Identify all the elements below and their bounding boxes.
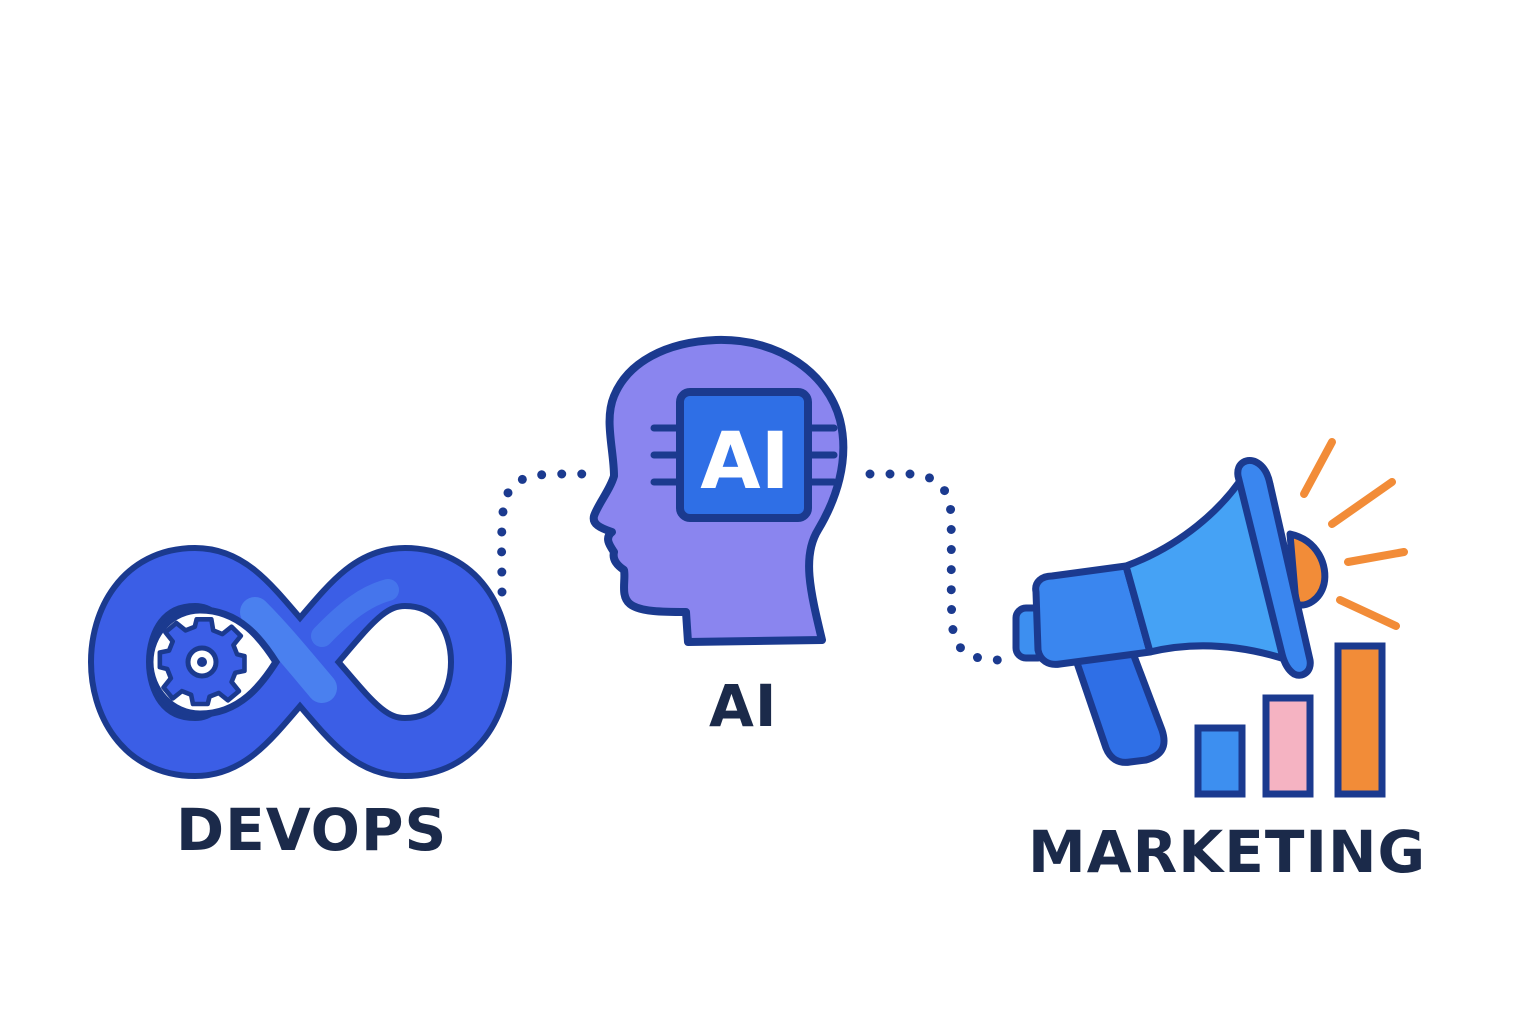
chip-icon: AI xyxy=(650,388,838,522)
marketing-label: MARKETING xyxy=(1028,818,1427,886)
bar-chart-icon xyxy=(1194,642,1386,798)
sound-waves-icon xyxy=(1300,438,1408,630)
bar-small xyxy=(1194,724,1246,798)
bar-tall xyxy=(1334,642,1386,798)
connector-devops-ai xyxy=(497,469,603,597)
chip-label: AI xyxy=(700,417,789,507)
megaphone-icon xyxy=(1012,438,1408,766)
connector-ai-marketing xyxy=(865,469,1005,665)
gear-icon xyxy=(157,617,247,707)
ai-label: AI xyxy=(709,672,778,740)
devops-label: DEVOPS xyxy=(176,796,448,864)
bar-medium xyxy=(1262,694,1314,798)
